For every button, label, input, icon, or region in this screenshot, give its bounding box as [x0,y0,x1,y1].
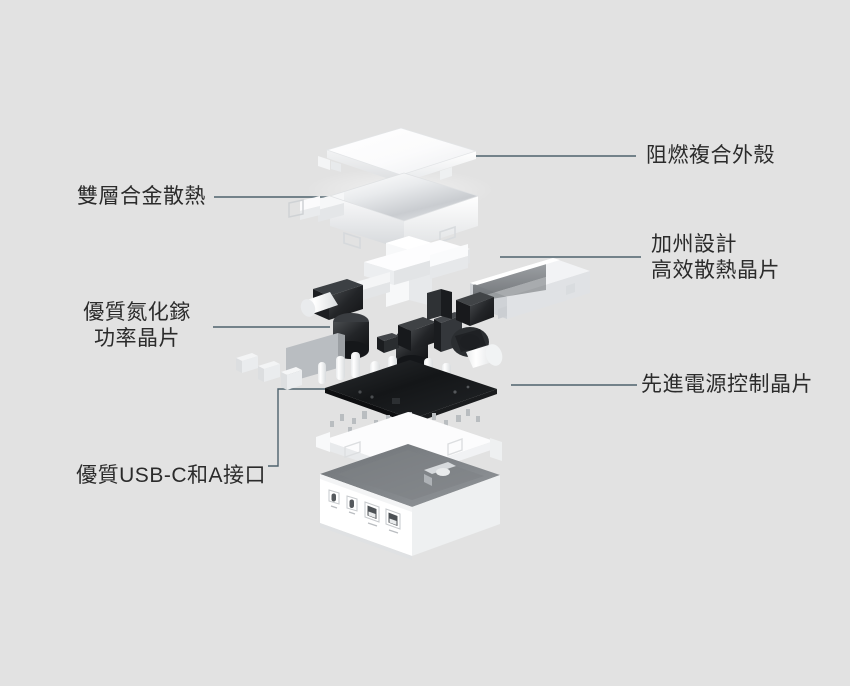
component-white-cylinder-2 [466,344,503,368]
label-gan-line2: 功率晶片 [94,327,180,350]
port-usb-a-1 [364,501,380,523]
part-alloy-heatsink [288,172,480,250]
component-black-bracket [427,289,452,320]
label-california-design: 加州設計 [651,233,737,256]
component-black-capacitor-1 [333,313,369,359]
component-white-cylinder-1 [300,292,338,317]
part-port-base [320,444,500,560]
component-small-blocks-left [236,353,302,390]
component-black-cube-1 [377,333,399,353]
label-flame-retardant-shell: 阻燃複合外殼 [646,144,775,167]
leader-lines [213,155,641,467]
port-usb-a-2 [385,508,401,530]
label-dual-layer-alloy-heatsink: 雙層合金散熱 [77,185,206,208]
label-efficient-heat-chip: 高效散熱晶片 [651,259,780,282]
port-group [328,489,401,534]
label-gan-line1: 優質氮化鎵 [83,301,191,324]
port-usb-c-2 [346,495,358,512]
port-usb-c-1 [328,489,340,505]
part-inner-frame [356,236,470,307]
label-advanced-power-control-chip: 先進電源控制晶片 [641,373,813,396]
component-black-plate-1 [434,312,462,352]
component-black-block-3 [456,292,494,326]
component-black-block-2 [398,317,436,351]
leader-line-ports [268,388,330,467]
label-usb-ports: 優質USB-C和A接口 [76,464,266,487]
